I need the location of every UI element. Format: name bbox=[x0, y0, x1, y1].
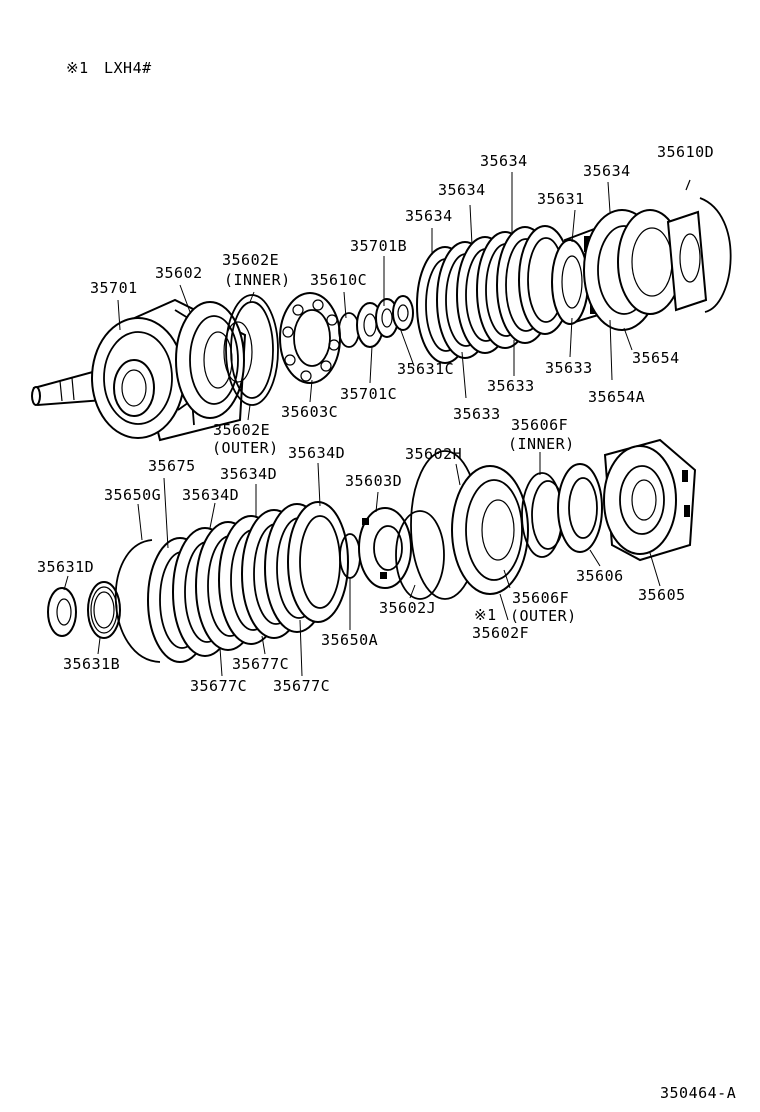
label-35633-c: 35633 bbox=[453, 405, 501, 423]
leader-lines bbox=[63, 172, 661, 677]
label-35603d: 35603D bbox=[345, 472, 402, 490]
label-35633-b: 35633 bbox=[545, 359, 593, 377]
label-35602f-marker: ※1 bbox=[474, 606, 497, 624]
part-labels: 35701 35602 35602E (INNER) 35610C 35701B… bbox=[37, 143, 714, 695]
part-35602e-orings bbox=[223, 294, 279, 406]
part-35603c-spring-retainer bbox=[279, 292, 341, 384]
label-35675: 35675 bbox=[148, 457, 196, 475]
label-35606f-outer: 35606F bbox=[512, 589, 569, 607]
label-35634-d: 35634 bbox=[583, 162, 631, 180]
label-35701c: 35701C bbox=[340, 385, 397, 403]
label-35650a: 35650A bbox=[321, 631, 378, 649]
part-35602f-piston bbox=[451, 465, 529, 595]
label-35634d-c: 35634D bbox=[182, 486, 239, 504]
label-35606: 35606 bbox=[576, 567, 624, 585]
label-35610d: 35610D bbox=[657, 143, 714, 161]
label-35602: 35602 bbox=[155, 264, 203, 282]
label-35650g: 35650G bbox=[104, 486, 161, 504]
label-35631b: 35631B bbox=[63, 655, 120, 673]
label-35605: 35605 bbox=[638, 586, 686, 604]
label-35631: 35631 bbox=[537, 190, 585, 208]
label-35606f-outer-note: (OUTER) bbox=[510, 607, 577, 625]
label-35677c-b: 35677C bbox=[190, 677, 247, 695]
part-35610c-snap-ring bbox=[338, 312, 360, 348]
part-35650g-snap-ring bbox=[114, 539, 161, 663]
label-35631d: 35631D bbox=[37, 558, 94, 576]
label-35654: 35654 bbox=[632, 349, 680, 367]
header-note: ※1 LXH4# bbox=[66, 59, 152, 77]
label-35602f: 35602F bbox=[472, 624, 529, 642]
part-35631d-washer bbox=[47, 587, 77, 637]
part-35603d-spring-retainer bbox=[358, 507, 412, 589]
label-35602e-inner-note: (INNER) bbox=[224, 271, 291, 289]
part-35701b-35701c-bearings bbox=[356, 295, 414, 348]
label-35633-a: 35633 bbox=[487, 377, 535, 395]
label-35677c-a: 35677C bbox=[232, 655, 289, 673]
label-35602h: 35602H bbox=[405, 445, 462, 463]
label-35701b: 35701B bbox=[350, 237, 407, 255]
label-35602j: 35602J bbox=[379, 599, 436, 617]
label-35634-a: 35634 bbox=[405, 207, 453, 225]
part-35654-carrier bbox=[583, 209, 708, 331]
header-note-marker: ※1 bbox=[66, 59, 89, 77]
label-35677c-c: 35677C bbox=[273, 677, 330, 695]
part-35605-drum bbox=[603, 438, 697, 562]
label-35602e-outer: 35602E bbox=[213, 421, 270, 439]
label-35654a: 35654A bbox=[588, 388, 645, 406]
label-35634-c: 35634 bbox=[480, 152, 528, 170]
label-35631c: 35631C bbox=[397, 360, 454, 378]
part-35610d-snap-ring bbox=[699, 197, 732, 313]
label-35634d-a: 35634D bbox=[220, 465, 277, 483]
label-35610c: 35610C bbox=[310, 271, 367, 289]
part-35634-35633-clutch-pack bbox=[416, 225, 572, 364]
part-35606-seal-ring bbox=[557, 463, 603, 553]
label-35701: 35701 bbox=[90, 279, 138, 297]
header-note-text: LXH4# bbox=[104, 59, 152, 77]
label-35634d-b: 35634D bbox=[288, 444, 345, 462]
label-35603c: 35603C bbox=[281, 403, 338, 421]
label-35634-b: 35634 bbox=[438, 181, 486, 199]
label-35606f-inner-note: (INNER) bbox=[508, 435, 575, 453]
label-35602e-outer-note: (OUTER) bbox=[212, 439, 279, 457]
label-35602e-inner: 35602E bbox=[222, 251, 279, 269]
label-35606f-inner: 35606F bbox=[511, 416, 568, 434]
part-35602-piston bbox=[175, 301, 245, 419]
part-35602j-oring bbox=[395, 510, 445, 600]
part-35634d-35677c-clutch-pack bbox=[172, 501, 349, 657]
diagram-reference-number: 350464-A bbox=[660, 1084, 736, 1102]
